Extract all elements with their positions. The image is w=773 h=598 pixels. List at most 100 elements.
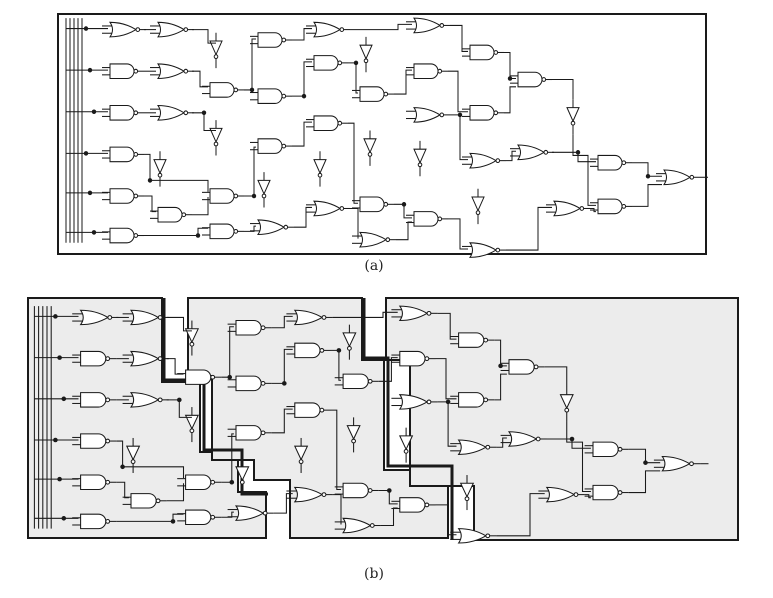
gate-body: [294, 402, 321, 418]
gate-body: [257, 32, 283, 48]
gate-body: [398, 435, 414, 451]
gate-body: [413, 63, 439, 79]
inversion-bubble: [579, 206, 585, 211]
nor-gate: [306, 21, 350, 38]
inversion-bubble: [133, 152, 139, 157]
wire: [396, 221, 412, 241]
wire: [506, 150, 516, 162]
gate-body: [597, 198, 623, 215]
inverter: [342, 324, 357, 360]
inversion-bubble: [189, 341, 195, 347]
nor-gate: [122, 392, 169, 408]
nand-gate: [72, 392, 117, 408]
inversion-bubble: [426, 399, 432, 405]
nor-gate: [391, 394, 438, 410]
wire: [116, 481, 129, 499]
junction-dot: [170, 519, 176, 524]
circuit: [33, 305, 709, 544]
nand-gate: [286, 402, 331, 418]
inversion-bubble: [385, 237, 391, 243]
gate-body: [661, 455, 691, 472]
wire: [348, 62, 358, 94]
inversion-bubble: [617, 446, 623, 452]
inverter: [257, 172, 271, 208]
wire: [116, 513, 184, 522]
wire: [628, 470, 661, 494]
inversion-bubble: [189, 428, 195, 434]
wire: [294, 206, 312, 228]
inversion-bubble: [213, 141, 219, 147]
wire: [378, 357, 398, 382]
nand-gate: [590, 198, 632, 215]
junction-dot: [120, 464, 125, 470]
gate-body: [293, 486, 324, 503]
wire: [494, 339, 507, 367]
inversion-bubble: [157, 397, 163, 403]
junction-dot: [61, 396, 67, 402]
nor-gate: [286, 309, 333, 326]
inversion-bubble: [105, 397, 111, 403]
nand-gate: [250, 32, 292, 48]
wire: [166, 399, 192, 418]
wire: [166, 483, 185, 502]
junction-dot: [445, 399, 451, 405]
wire: [632, 162, 662, 177]
wire: [437, 401, 457, 447]
nand-gate: [122, 493, 167, 509]
inversion-bubble: [213, 54, 219, 60]
junction-dot: [61, 516, 67, 521]
nand-gate: [72, 350, 117, 367]
gate-body: [129, 309, 160, 326]
gate-body: [209, 40, 223, 56]
inversion-bubble: [439, 112, 445, 118]
wire: [292, 61, 312, 97]
junction-dot: [83, 26, 89, 31]
junction-dot: [227, 374, 233, 380]
nor-gate: [250, 219, 294, 236]
inversion-bubble: [424, 502, 430, 508]
gate-body: [185, 509, 212, 525]
inverter: [235, 458, 250, 494]
junction-dot: [401, 202, 407, 207]
inversion-bubble: [339, 206, 345, 211]
nand-gate: [102, 63, 144, 79]
gate-body: [413, 211, 439, 227]
gate-body: [80, 474, 107, 490]
inversion-bubble: [260, 430, 266, 436]
inversion-bubble: [133, 68, 139, 74]
nor-gate: [102, 21, 146, 38]
inversion-bubble: [689, 174, 695, 180]
nand-gate: [286, 342, 331, 359]
gate-body: [130, 493, 157, 509]
nor-gate: [352, 231, 396, 248]
inversion-bubble: [239, 479, 245, 485]
inverter: [398, 427, 414, 463]
junction-dot: [87, 67, 93, 73]
inversion-bubble: [439, 23, 445, 28]
wire: [350, 207, 359, 239]
gate-body: [209, 223, 235, 240]
junction-dot: [301, 93, 307, 99]
gate-body: [125, 445, 141, 461]
junction-dot: [176, 397, 182, 403]
gate-body: [458, 392, 485, 408]
gate-body: [257, 179, 271, 196]
junction-dot: [91, 230, 97, 235]
nand-gate: [177, 369, 222, 385]
wire: [448, 70, 468, 113]
inversion-bubble: [317, 172, 323, 178]
gate-body: [294, 342, 321, 359]
inversion-bubble: [495, 158, 501, 164]
circuit-a: [57, 13, 708, 258]
inversion-bubble: [105, 479, 111, 485]
partition-2: [187, 297, 449, 539]
inversion-bubble: [689, 461, 694, 467]
inversion-bubble: [210, 374, 216, 380]
gate-body: [109, 146, 135, 163]
gate-body: [342, 517, 372, 534]
inversion-bubble: [155, 498, 161, 504]
nand-gate: [334, 373, 379, 390]
wire: [494, 373, 507, 401]
inverter: [313, 151, 327, 187]
inversion-bubble: [495, 247, 501, 253]
